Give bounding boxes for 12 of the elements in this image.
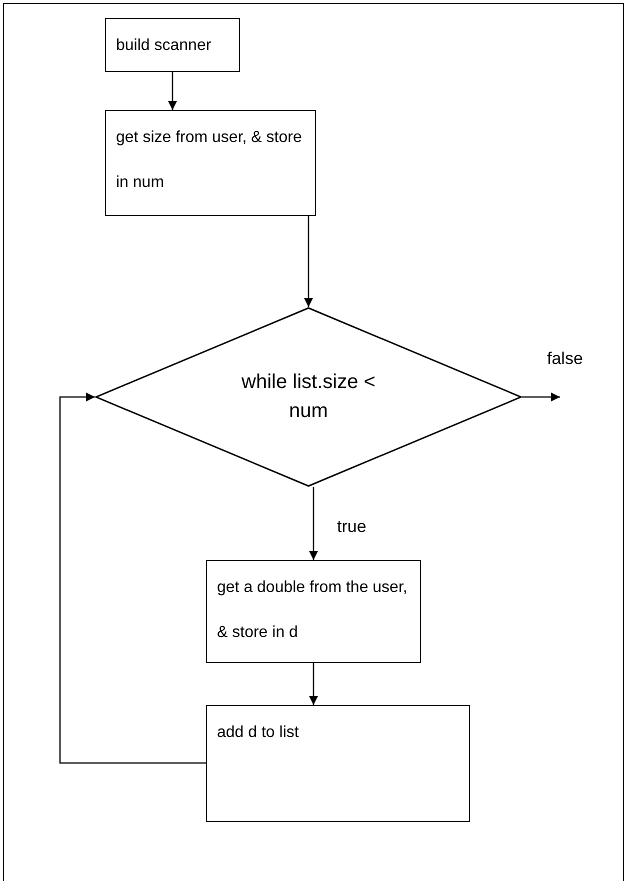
decision-text: while list.size < num bbox=[240, 370, 376, 424]
arrow bbox=[309, 487, 318, 560]
process-box: build scanner bbox=[105, 18, 240, 72]
process-box: add d to list bbox=[206, 705, 470, 822]
arrow bbox=[59, 392, 206, 764]
arrow bbox=[168, 72, 177, 110]
arrow bbox=[304, 216, 313, 307]
process-box: get size from user, & store in num bbox=[105, 110, 316, 216]
arrow bbox=[309, 663, 318, 705]
decision-diamond bbox=[95, 307, 522, 487]
arrow bbox=[522, 392, 560, 402]
process-box: get a double from the user, & store in d bbox=[206, 560, 421, 663]
